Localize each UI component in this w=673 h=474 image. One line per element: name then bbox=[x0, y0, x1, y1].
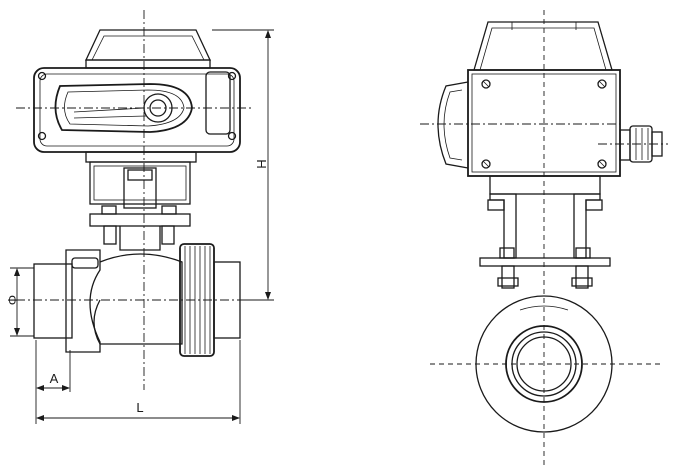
dimension-h-label: H bbox=[254, 159, 269, 168]
dimension-diameter: Φ bbox=[5, 267, 34, 337]
dimension-a-label: A bbox=[50, 371, 59, 386]
dimension-l-label: L bbox=[136, 400, 143, 415]
dimension-a: A bbox=[35, 340, 71, 424]
actuator-cover bbox=[84, 29, 212, 69]
side-actuator-cover bbox=[473, 21, 613, 71]
dimension-l: L bbox=[36, 340, 241, 424]
dimension-h: H bbox=[212, 29, 274, 301]
cable-gland bbox=[619, 125, 663, 163]
mounting-bracket bbox=[85, 151, 197, 251]
actuator-housing bbox=[33, 67, 241, 153]
side-view bbox=[420, 10, 668, 466]
dimension-diameter-label: Φ bbox=[5, 295, 20, 305]
side-mounting-bracket bbox=[479, 175, 611, 289]
front-view: H Φ A L bbox=[5, 10, 274, 424]
side-actuator-housing bbox=[437, 69, 621, 177]
